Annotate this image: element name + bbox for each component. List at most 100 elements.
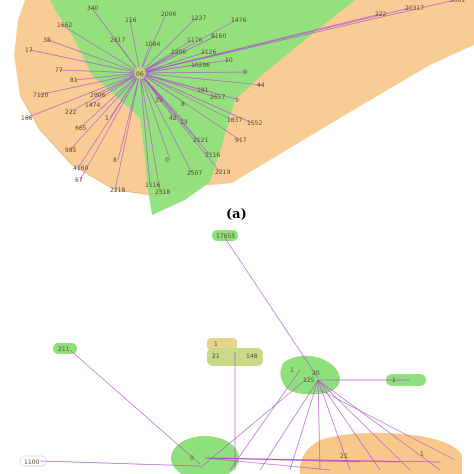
panel-b-edge bbox=[317, 379, 441, 471]
panel-b-node-mid-top bbox=[207, 338, 237, 350]
panel-b-node-label: 1 bbox=[214, 341, 218, 348]
panel-a-caption: (a) bbox=[226, 207, 247, 222]
panel-a-edge bbox=[139, 13, 381, 74]
panel-a-node-label: 38 bbox=[43, 37, 51, 44]
panel-a-node-label: 1 bbox=[105, 115, 109, 122]
panel-a-edge bbox=[139, 19, 237, 74]
panel-a-node-label: 7120 bbox=[33, 92, 48, 99]
panel-a-edge bbox=[139, 72, 216, 98]
panel-a-green-region bbox=[50, 0, 355, 215]
panel-a-edge bbox=[139, 72, 186, 123]
panel-b-edge bbox=[319, 389, 456, 461]
panel-b-edge bbox=[69, 349, 201, 465]
panel-a-node-label: 8 bbox=[181, 101, 185, 108]
panel-b-node-label: 125 bbox=[303, 377, 315, 384]
panel-a-edge bbox=[59, 69, 141, 74]
panel-a-node-label: 665 bbox=[75, 125, 87, 132]
panel-b-node-label: 21 bbox=[340, 453, 348, 460]
panel-a-node-label: 2121 bbox=[193, 137, 208, 144]
panel-a-node-label: 2206 bbox=[171, 49, 186, 56]
panel-a-node-label: 2006 bbox=[90, 92, 105, 99]
panel-a-node-label: 44 bbox=[257, 82, 265, 89]
panel-b-edge bbox=[204, 457, 331, 471]
panel-a-edge bbox=[139, 17, 197, 74]
panel-a-edge bbox=[69, 72, 141, 151]
panel-b-node-label: 1 bbox=[290, 367, 294, 374]
panel-b-edge bbox=[224, 237, 319, 379]
panel-a-edge bbox=[129, 19, 141, 74]
panel-b-edge bbox=[317, 379, 381, 471]
panel-a-edge bbox=[69, 72, 141, 113]
panel-a-node-label: 1474 bbox=[85, 102, 100, 109]
panel-a-node-label: 2657 bbox=[210, 94, 225, 101]
panel-a-node-label: 166 bbox=[21, 115, 33, 122]
panel-b-edges bbox=[39, 237, 456, 471]
panel-b-edge bbox=[317, 379, 411, 471]
panel-a-node-label: 81 bbox=[70, 77, 78, 84]
panel-b-node-label: 148 bbox=[246, 353, 258, 360]
panel-a-node-label: 8 bbox=[113, 157, 117, 164]
panel-a-node-label: 2126 bbox=[201, 49, 216, 56]
panel-a-region-outline bbox=[19, 94, 161, 197]
panel-a-edge bbox=[114, 39, 141, 74]
panel-a-edge bbox=[139, 72, 193, 174]
panel-a-edge bbox=[29, 49, 141, 74]
panel-a-edge bbox=[89, 72, 141, 106]
panel-a-node-label: 1116 bbox=[145, 182, 160, 189]
panel-b-node-top bbox=[212, 230, 238, 241]
panel-a-node-label: 1476 bbox=[231, 17, 246, 24]
panel-a-node-label: 2507 bbox=[187, 170, 202, 177]
panel-a-edge bbox=[139, 72, 175, 119]
panel-a-node-label: 222 bbox=[375, 11, 387, 18]
panel-a-edge bbox=[139, 72, 199, 141]
panel-a-node-label: 13 bbox=[180, 119, 188, 126]
panel-a-node-label: 2318 bbox=[155, 189, 170, 196]
panel-a-edge bbox=[139, 72, 241, 101]
panel-a-node-label: 67 bbox=[75, 177, 83, 184]
panel-b-edge bbox=[199, 375, 311, 469]
panel-a-node-label: 2218 bbox=[110, 187, 125, 194]
panel-a-edge bbox=[139, 72, 263, 86]
panel-b-node-label: 0 bbox=[190, 455, 194, 462]
panel-a-hub-node bbox=[134, 67, 146, 79]
panel-a-edges bbox=[25, 0, 456, 193]
panel-a-node-label: 181 bbox=[197, 87, 209, 94]
panel-a-edge bbox=[139, 35, 217, 74]
panel-a-node-label: 35 bbox=[155, 97, 163, 104]
panel-a-edge bbox=[79, 72, 141, 129]
panel-b-edge bbox=[259, 379, 319, 471]
panel-a-edge bbox=[139, 39, 193, 74]
panel-a-node-label: 917 bbox=[235, 137, 247, 144]
panel-a-node-label: 985 bbox=[65, 147, 77, 154]
panel-a-edge bbox=[139, 13, 167, 74]
panel-a-node-label: 340 bbox=[87, 5, 99, 12]
panel-a-node-label: 2006 bbox=[161, 11, 176, 18]
panel-a-node-label: 222 bbox=[65, 109, 77, 116]
panel-a-edge bbox=[139, 51, 207, 74]
panel-a-node-label: 1116 bbox=[205, 152, 220, 159]
panel-a-edge bbox=[139, 0, 456, 74]
panel-a-node-label: 17 bbox=[25, 47, 33, 54]
panel-a-node-label: 2219 bbox=[215, 169, 230, 176]
panel-a-node-label: 2617 bbox=[110, 37, 125, 44]
panel-b-node-label: 17655 bbox=[216, 233, 235, 240]
panel-a-edge bbox=[139, 72, 171, 161]
panel-a-node-label: 77 bbox=[55, 67, 63, 74]
panel-a-node-label: 9 bbox=[243, 69, 247, 76]
panel-b-node-label: 20 bbox=[312, 370, 320, 377]
panel-a-node-label: 8160 bbox=[211, 33, 226, 40]
panel-a-edge bbox=[94, 72, 141, 96]
panel-b-green-cluster-center bbox=[171, 436, 239, 474]
panel-a-edge bbox=[114, 72, 141, 191]
panel-b-edge bbox=[39, 460, 201, 467]
panel-b-edge bbox=[289, 379, 319, 471]
panel-b-node-label: 21 bbox=[212, 353, 220, 360]
panel-a-edge bbox=[117, 72, 141, 161]
panel-a-edge bbox=[109, 72, 141, 119]
panel-a-node-label: 1662 bbox=[57, 22, 72, 29]
panel-a-edge bbox=[139, 71, 249, 74]
panel-a-edge bbox=[79, 72, 141, 181]
panel-a-edge bbox=[139, 72, 221, 173]
panel-a-node-label: 1552 bbox=[247, 120, 262, 127]
